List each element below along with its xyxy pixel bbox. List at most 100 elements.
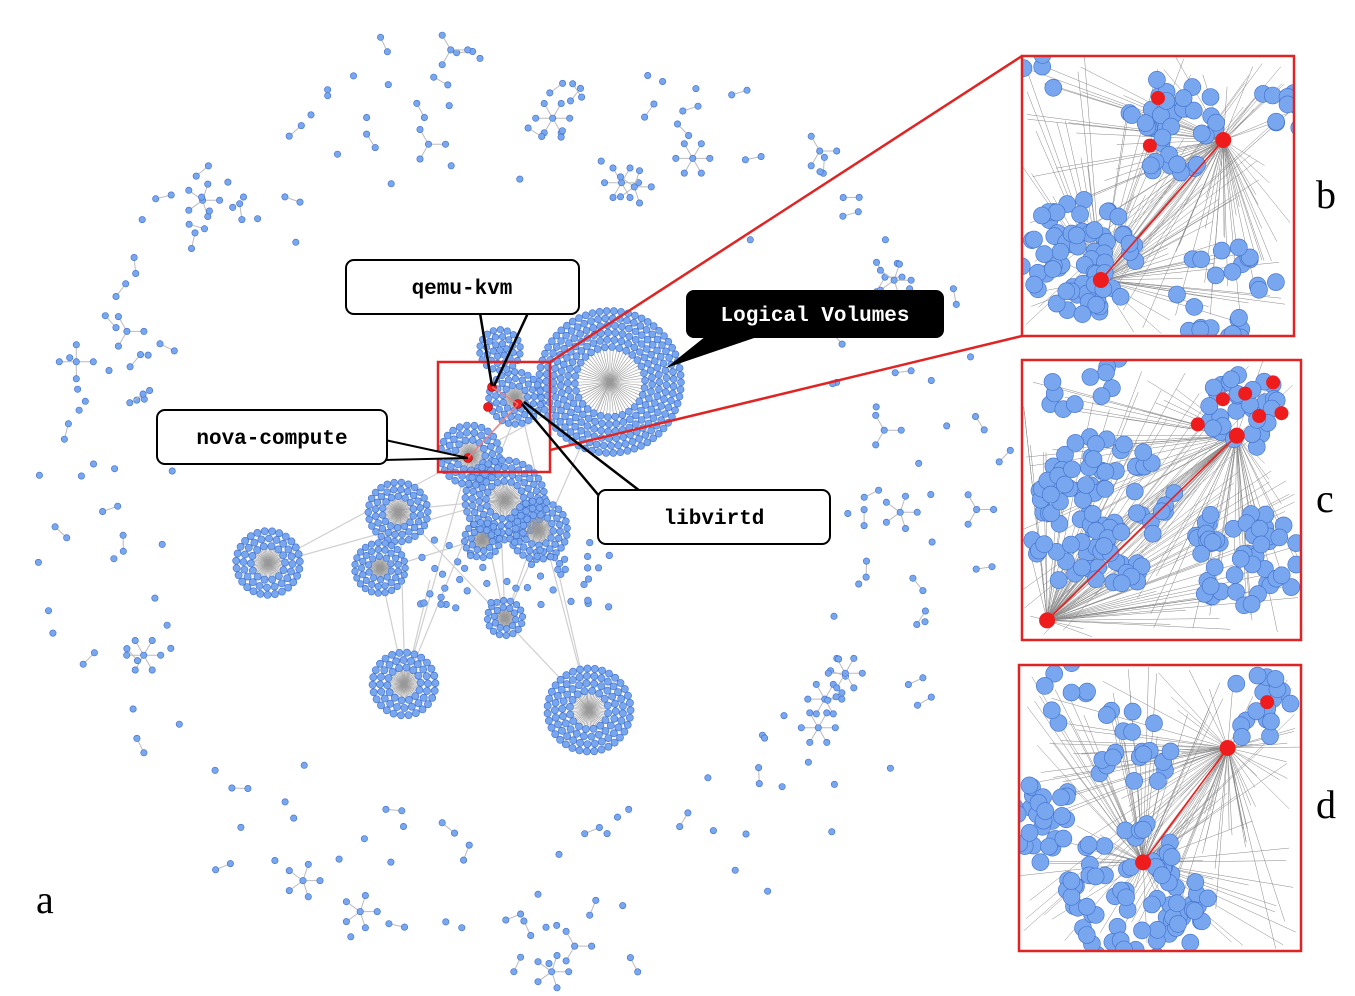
graph-node <box>385 920 393 928</box>
graph-edge <box>504 499 508 519</box>
graph-node <box>361 924 369 932</box>
graph-edge <box>1209 747 1228 812</box>
graph-node <box>971 412 979 420</box>
graph-node <box>617 716 626 725</box>
graph-node <box>1087 295 1106 314</box>
graph-node <box>511 375 520 383</box>
graph-node <box>1020 776 1039 795</box>
graph-node <box>1123 702 1142 721</box>
graph-edge <box>1100 279 1271 296</box>
graph-node <box>485 394 493 402</box>
graph-node <box>1088 338 1105 355</box>
graph-node <box>673 399 682 408</box>
graph-node <box>1095 537 1113 555</box>
graph-edge <box>1100 278 1184 281</box>
graph-node <box>697 140 705 148</box>
graph-node <box>64 420 72 428</box>
graph-node <box>416 488 424 496</box>
graph-node <box>595 448 603 456</box>
graph-edge <box>1047 599 1217 621</box>
graph-node <box>669 382 678 391</box>
graph-node <box>519 529 527 537</box>
graph-edge <box>267 562 276 579</box>
graph-node <box>409 666 418 675</box>
graph-node <box>496 624 504 632</box>
graph-node <box>557 544 565 552</box>
graph-node <box>489 327 498 335</box>
graph-node <box>198 193 206 201</box>
graph-node <box>538 133 546 141</box>
graph-node <box>631 327 640 336</box>
graph-node <box>417 653 426 662</box>
graph-node <box>400 571 408 579</box>
graph-node <box>167 191 175 199</box>
graph-node <box>573 323 582 331</box>
graph-node <box>833 147 841 155</box>
graph-node <box>558 726 566 735</box>
graph-node <box>596 337 604 345</box>
graph-node <box>304 860 312 868</box>
graph-node <box>643 411 651 419</box>
graph-node <box>1169 915 1187 933</box>
graph-node <box>625 805 633 813</box>
graph-node <box>543 702 552 710</box>
graph-node <box>470 508 479 517</box>
graph-node <box>416 527 425 536</box>
graph-node <box>377 673 385 681</box>
graph-node <box>487 598 495 607</box>
graph-node <box>557 133 565 141</box>
graph-node <box>499 398 507 407</box>
graph-node <box>361 584 370 593</box>
graph-node <box>557 100 565 108</box>
graph-node <box>368 540 376 548</box>
graph-node <box>643 335 652 344</box>
graph-node <box>1025 230 1043 249</box>
graph-node <box>647 405 656 414</box>
graph-node <box>462 486 470 495</box>
graph-node <box>464 480 473 488</box>
graph-node <box>601 716 610 724</box>
graph-edge <box>504 493 524 501</box>
graph-node <box>535 370 544 379</box>
panel-label-d: d <box>1316 782 1336 827</box>
graph-node <box>268 575 277 584</box>
graph-node <box>468 473 476 482</box>
graph-node <box>272 536 281 544</box>
graph-node <box>812 680 820 688</box>
graph-edge <box>583 358 611 383</box>
graph-node <box>365 568 373 576</box>
graph-node <box>1168 155 1187 174</box>
graph-node <box>571 942 579 950</box>
graph-edge <box>589 381 611 411</box>
graph-edge <box>1158 672 1228 749</box>
graph-node <box>129 705 137 713</box>
graph-edge <box>609 347 614 383</box>
graph-node <box>648 380 657 389</box>
graph-node <box>1040 837 1058 856</box>
graph-node <box>279 566 288 574</box>
graph-node <box>806 709 814 717</box>
graph-node <box>742 830 750 838</box>
graph-node <box>591 665 599 673</box>
graph-node <box>530 480 538 488</box>
graph-node <box>413 660 422 669</box>
graph-node <box>559 712 567 721</box>
graph-edge <box>1047 618 1220 621</box>
graph-node <box>556 527 564 536</box>
graph-node <box>1104 748 1122 767</box>
graph-node <box>376 680 384 689</box>
graph-node <box>232 564 241 573</box>
graph-node <box>517 953 525 961</box>
graph-node <box>493 464 502 472</box>
graph-edge <box>1177 710 1228 749</box>
graph-node <box>675 392 684 401</box>
graph-edge <box>609 374 645 383</box>
graph-node <box>685 132 693 140</box>
graph-node <box>619 902 627 910</box>
graph-node <box>393 582 401 591</box>
graph-node <box>1200 397 1218 415</box>
graph-node <box>881 236 889 244</box>
graph-node <box>573 365 582 374</box>
graph-node <box>604 413 612 421</box>
graph-edge <box>609 370 644 383</box>
